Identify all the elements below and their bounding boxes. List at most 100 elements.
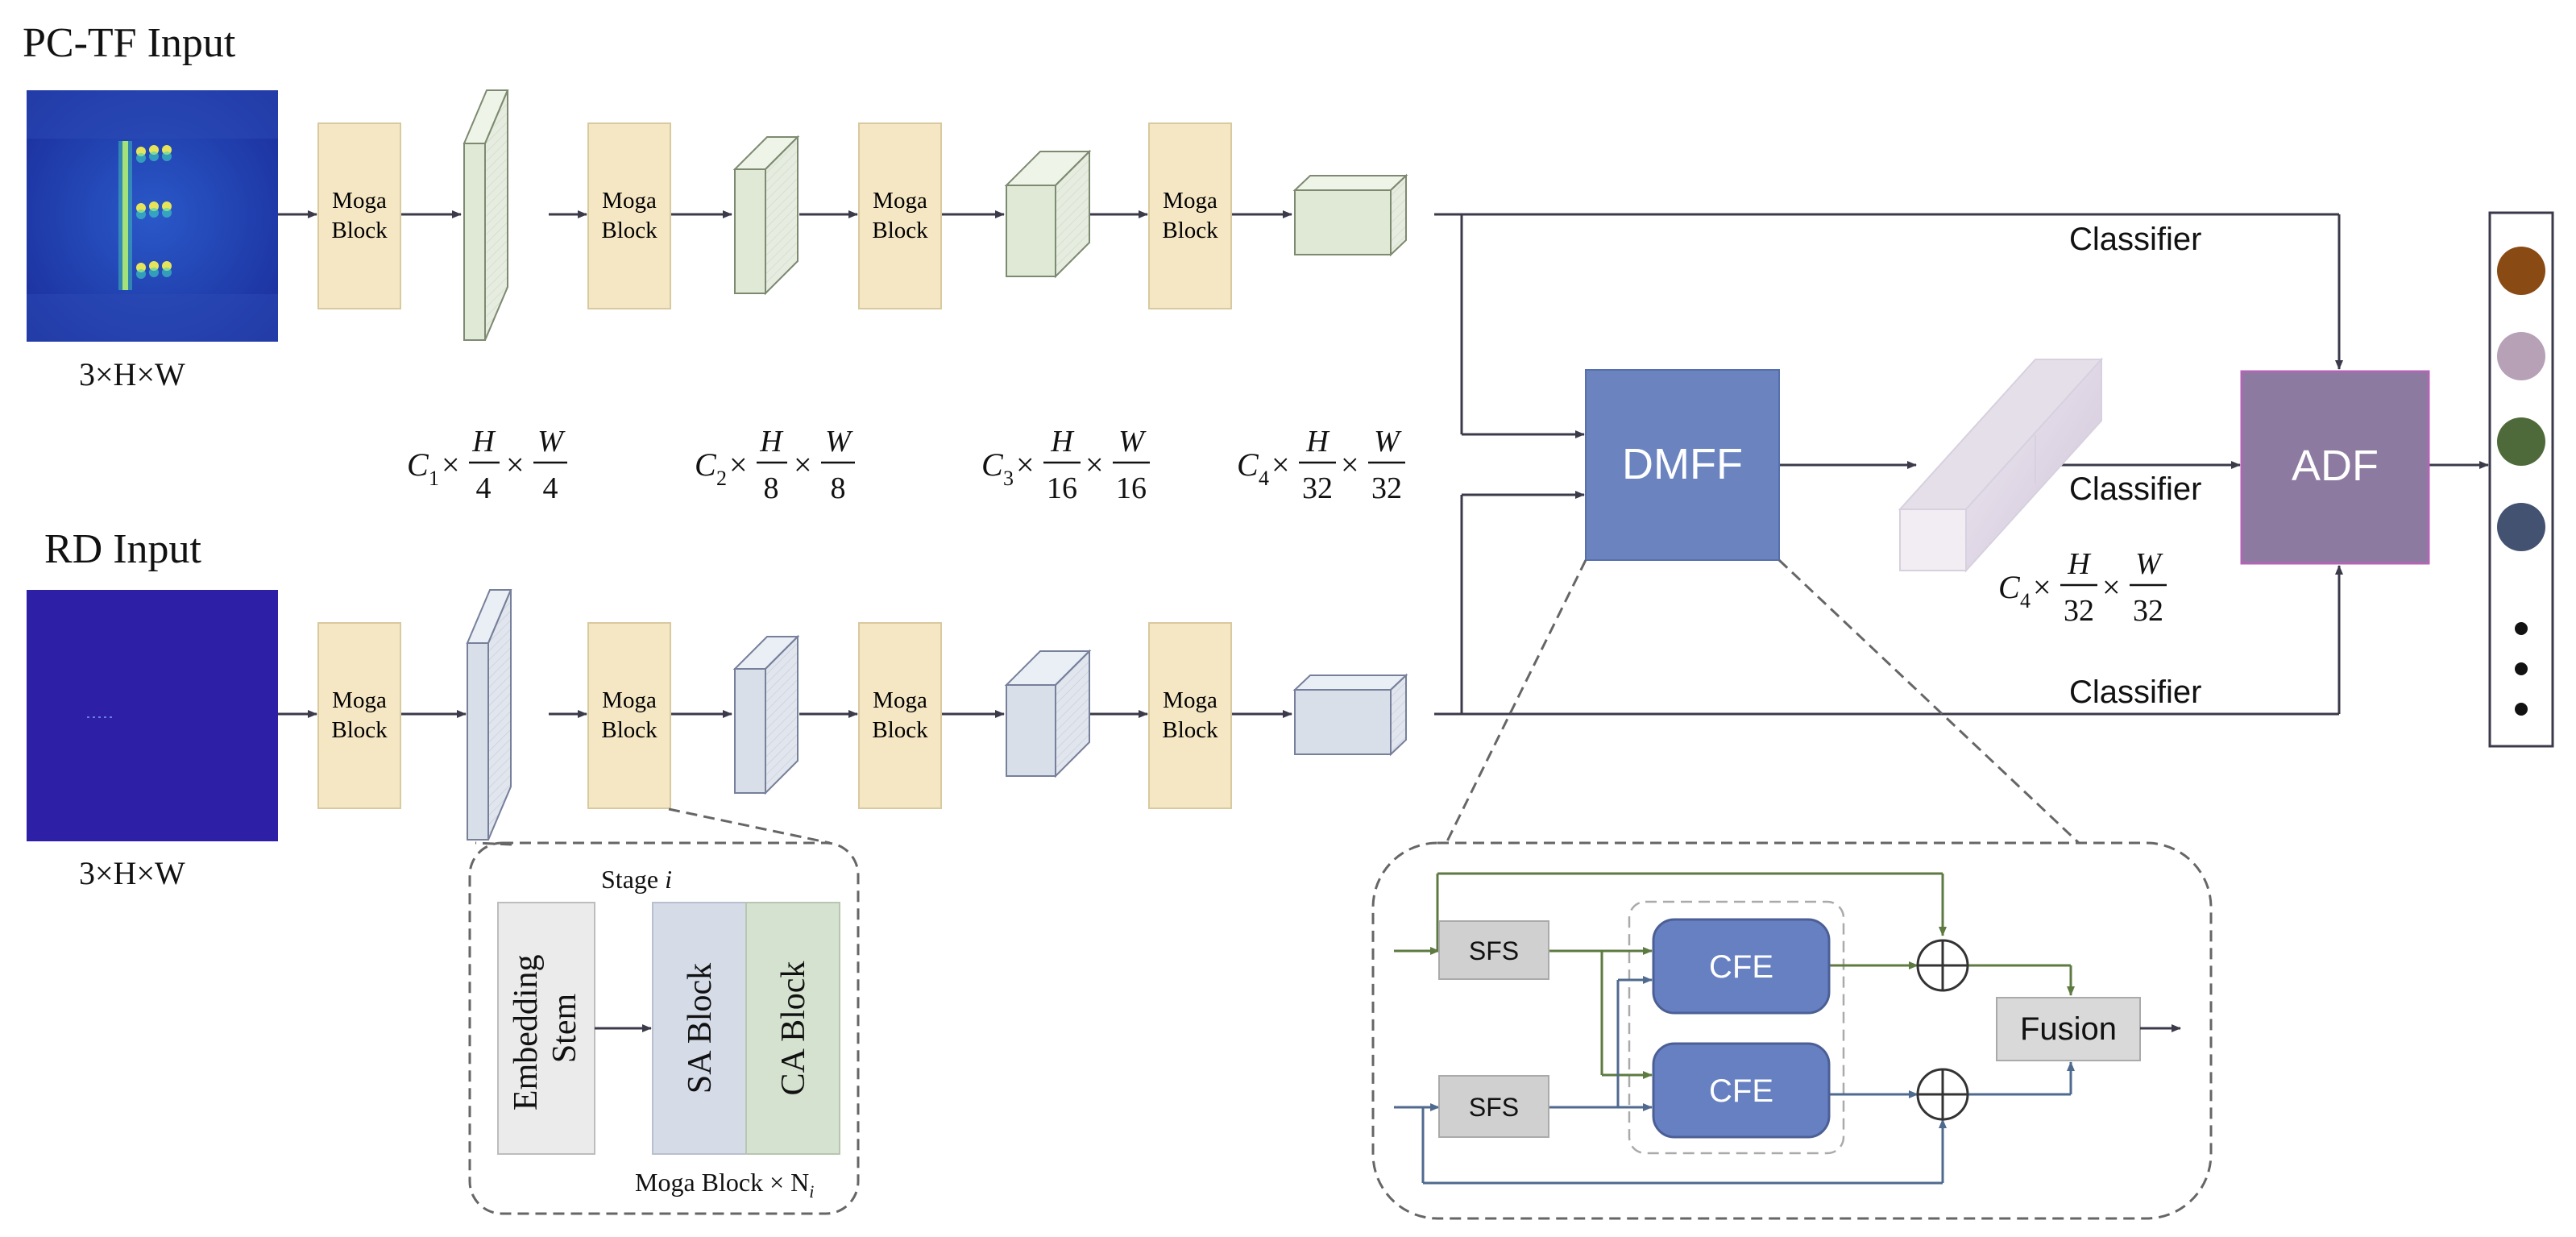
svg-text:Block: Block xyxy=(331,218,388,243)
moga-block-bottom-4: Moga Block xyxy=(1148,622,1232,809)
fused-feature-map xyxy=(1898,357,2104,573)
svg-text:Moga: Moga xyxy=(332,188,387,214)
svg-text:×: × xyxy=(1085,446,1104,483)
svg-text:Moga: Moga xyxy=(1163,188,1217,214)
svg-text:16: 16 xyxy=(1116,471,1147,505)
svg-text:SFS: SFS xyxy=(1469,1093,1519,1122)
svg-text:×: × xyxy=(2033,569,2051,605)
output-vector xyxy=(2488,211,2554,748)
svg-text:×: × xyxy=(506,446,525,483)
classifier-label-top: Classifier xyxy=(2069,222,2201,257)
svg-text:32: 32 xyxy=(2133,594,2163,628)
feature-map-bottom-4 xyxy=(1292,673,1408,757)
svg-text:32: 32 xyxy=(1302,471,1333,505)
feature-map-bottom-1 xyxy=(466,589,512,841)
feature-size-label-3: C 3 × H 16 × W 16 xyxy=(981,425,1150,505)
routing-lines xyxy=(1434,213,2489,716)
feature-size-label-1: C 1 × H 4 × W 4 xyxy=(407,425,567,505)
svg-text:×: × xyxy=(794,446,812,483)
svg-text:4: 4 xyxy=(2020,589,2031,612)
svg-text:C: C xyxy=(407,446,429,483)
svg-text:ADF: ADF xyxy=(2292,442,2379,490)
svg-text:32: 32 xyxy=(2064,594,2094,628)
rd-input-title: RD Input xyxy=(44,526,202,572)
pctf-dims-label: 3×H×W xyxy=(79,356,185,392)
output-class-circle-4 xyxy=(2497,503,2545,551)
svg-text:W: W xyxy=(537,425,566,459)
svg-text:SFS: SFS xyxy=(1469,936,1519,965)
ca-block xyxy=(745,902,840,1155)
svg-text:SA Block: SA Block xyxy=(682,963,719,1094)
svg-text:×: × xyxy=(729,446,748,483)
svg-text:Stage i: Stage i xyxy=(601,865,672,894)
svg-text:CFE: CFE xyxy=(1709,1073,1773,1109)
svg-text:W: W xyxy=(2135,547,2163,581)
svg-text:4: 4 xyxy=(1259,467,1269,490)
svg-text:Moga: Moga xyxy=(873,687,927,713)
feature-map-bottom-2 xyxy=(732,634,800,795)
feature-map-top-1 xyxy=(463,89,509,341)
svg-text:Block: Block xyxy=(872,218,928,243)
svg-text:16: 16 xyxy=(1047,471,1077,505)
stage-detail-callout: Stage i Embedding Stem SA Block CA Block… xyxy=(468,807,860,1215)
svg-text:Block: Block xyxy=(331,717,388,743)
svg-text:×: × xyxy=(1341,446,1359,483)
feature-size-label-4: C 4 × H 32 × W 32 xyxy=(1237,425,1405,505)
fused-size-label: C 4 × H 32 × W 32 xyxy=(1998,547,2167,628)
svg-text:32: 32 xyxy=(1371,471,1402,505)
feature-size-label-2: C 2 × H 8 × W 8 xyxy=(695,425,855,505)
cfe-block-bottom: CFE xyxy=(1652,1042,1831,1139)
svg-text:4: 4 xyxy=(543,471,558,505)
svg-text:×: × xyxy=(1016,446,1035,483)
dmff-block: DMFF xyxy=(1585,369,1780,561)
classifier-label-middle: Classifier xyxy=(2069,471,2201,507)
svg-text:Moga: Moga xyxy=(602,188,657,214)
svg-text:×: × xyxy=(1271,446,1290,483)
pctf-spectrogram-image xyxy=(27,90,278,342)
output-class-circle-3 xyxy=(2497,417,2545,466)
moga-block-top-4: Moga Block xyxy=(1148,122,1232,309)
dmff-detail-callout: SFS SFS CFE CFE Fusion xyxy=(1371,558,2213,1220)
svg-text:Block: Block xyxy=(601,717,657,743)
svg-text:8: 8 xyxy=(831,471,846,505)
svg-text:1: 1 xyxy=(429,467,439,490)
svg-text:Block: Block xyxy=(1162,218,1218,243)
svg-text:W: W xyxy=(1374,425,1402,459)
svg-text:Block: Block xyxy=(1162,717,1218,743)
svg-text:8: 8 xyxy=(764,471,779,505)
svg-text:Moga: Moga xyxy=(873,188,927,214)
svg-text:Fusion: Fusion xyxy=(2020,1011,2117,1047)
moga-block-bottom-1: Moga Block xyxy=(317,622,401,809)
add-circle-bottom xyxy=(1916,1068,1969,1121)
svg-text:Moga: Moga xyxy=(1163,687,1217,713)
svg-text:W: W xyxy=(1118,425,1147,459)
feature-map-bottom-3 xyxy=(1004,649,1092,778)
svg-text:Moga Block × Ni: Moga Block × Ni xyxy=(635,1168,814,1202)
svg-text:3×H×W: 3×H×W xyxy=(79,356,185,392)
output-class-circle-2 xyxy=(2497,332,2545,380)
feature-map-top-4 xyxy=(1292,173,1408,257)
svg-text:CFE: CFE xyxy=(1709,949,1773,985)
feature-map-top-3 xyxy=(1004,149,1092,279)
svg-text:H: H xyxy=(759,425,784,459)
svg-text:Block: Block xyxy=(601,218,657,243)
svg-text:×: × xyxy=(2102,569,2121,605)
adf-block: ADF xyxy=(2240,370,2430,565)
sfs-block-top: SFS xyxy=(1438,920,1549,980)
pctf-input-title: PC-TF Input xyxy=(23,20,236,66)
svg-text:Moga: Moga xyxy=(332,687,387,713)
add-circle-top xyxy=(1916,939,1969,992)
output-ellipsis-dot xyxy=(2515,662,2528,675)
feature-map-top-2 xyxy=(732,135,800,296)
svg-text:3: 3 xyxy=(1003,467,1014,490)
cfe-block-top: CFE xyxy=(1652,918,1831,1015)
sfs-block-bottom: SFS xyxy=(1438,1075,1549,1138)
svg-text:C: C xyxy=(981,446,1004,483)
output-class-circle-1 xyxy=(2497,247,2545,295)
svg-text:DMFF: DMFF xyxy=(1622,440,1743,488)
svg-text:C: C xyxy=(1998,569,2021,605)
moga-block-top-2: Moga Block xyxy=(587,122,671,309)
svg-text:×: × xyxy=(442,446,460,483)
svg-text:H: H xyxy=(1305,425,1330,459)
